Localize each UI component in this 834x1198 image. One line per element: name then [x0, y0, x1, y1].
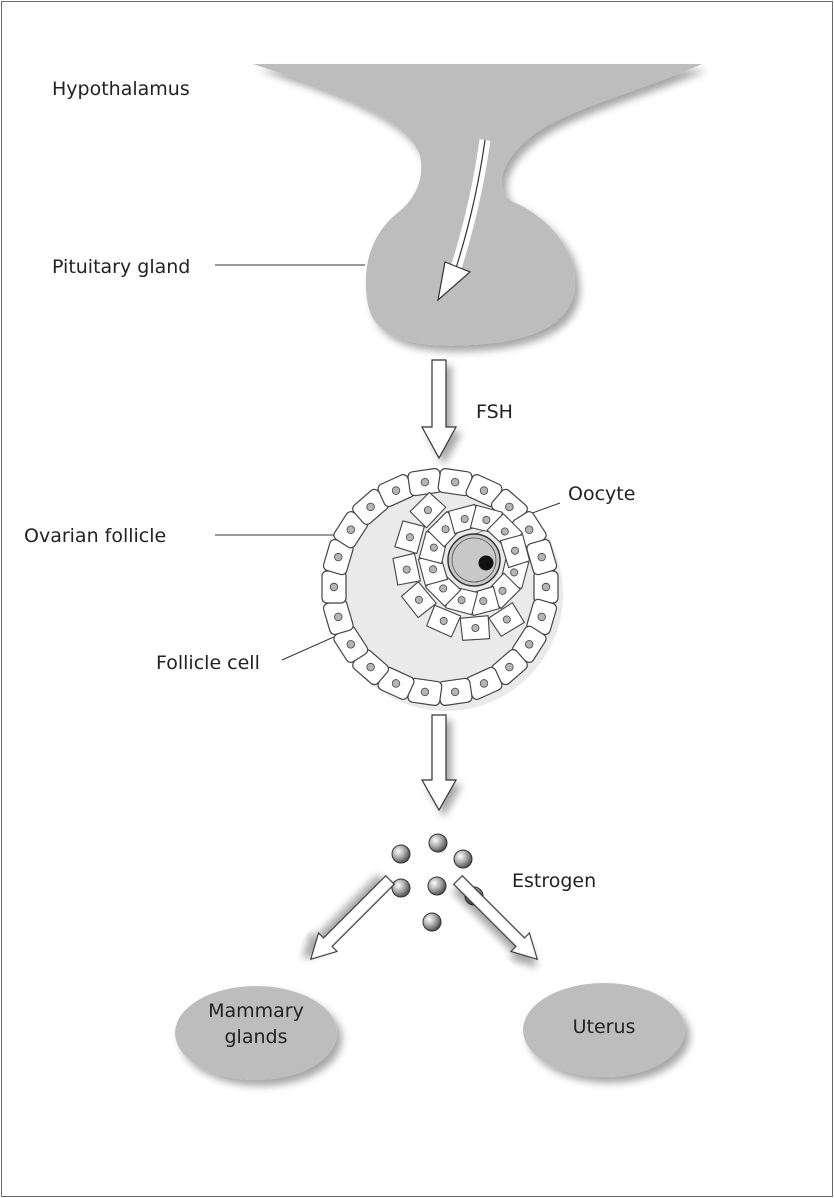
uterus-label: Uterus: [548, 1016, 660, 1038]
mammary-glands-label: Mammary glands: [200, 1000, 312, 1048]
estrogen-molecule: [429, 834, 447, 852]
fsh-label: FSH: [476, 401, 513, 423]
ovarian-follicle-label: Ovarian follicle: [24, 525, 166, 547]
follicle-cell-label: Follicle cell: [156, 652, 260, 674]
oocyte-nucleus: [479, 556, 494, 571]
follicle-cell: [407, 468, 442, 496]
fsh-arrow: [422, 360, 456, 458]
follicle-to-estrogen-arrow: [422, 715, 456, 810]
estrogen-molecule: [392, 879, 410, 897]
estrogen-to-mammary-arrow: [302, 871, 400, 969]
follicle-cell: [534, 571, 558, 603]
mammary-label-line2: glands: [200, 1026, 312, 1048]
mammary-label-line1: Mammary: [200, 1000, 312, 1022]
estrogen-label: Estrogen: [512, 870, 596, 892]
cumulus-cell: [460, 616, 489, 641]
estrogen-molecule: [423, 913, 441, 931]
estrogen-molecule: [454, 850, 472, 868]
estrogen-molecule: [428, 877, 446, 895]
ovarian-follicle: [322, 468, 563, 711]
hypothalamus-label: Hypothalamus: [52, 78, 190, 100]
oocyte-label: Oocyte: [568, 483, 635, 505]
follicle-cell: [322, 571, 346, 603]
follicle-cell: [438, 678, 473, 706]
pituitary-label: Pituitary gland: [52, 256, 190, 278]
estrogen-molecule: [392, 845, 410, 863]
